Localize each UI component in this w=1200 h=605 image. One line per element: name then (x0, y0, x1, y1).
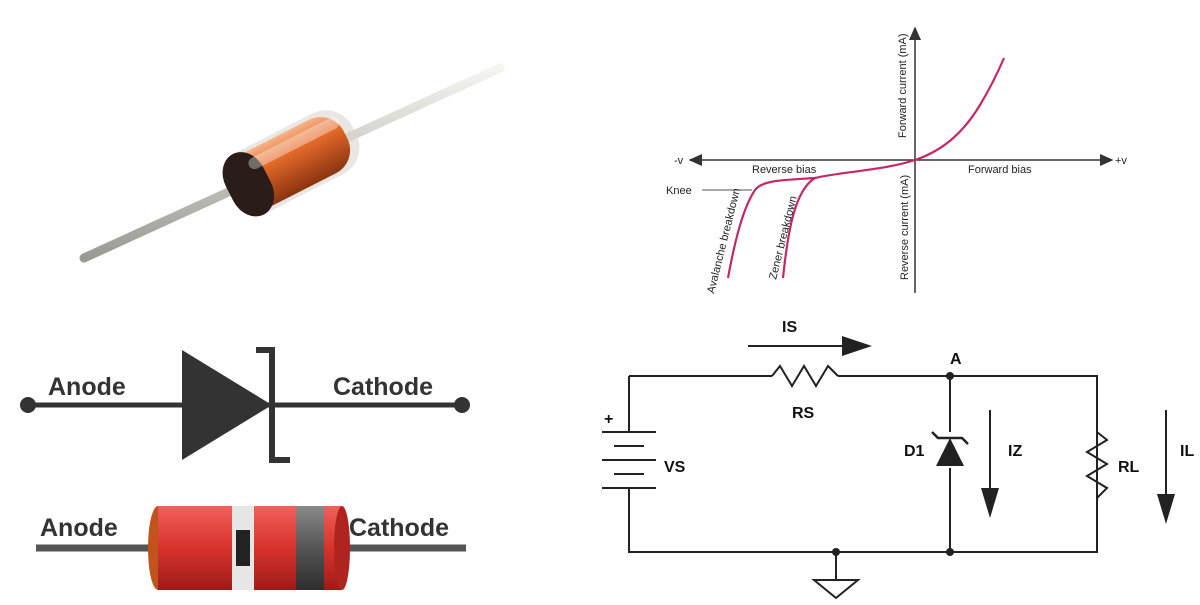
cathode-terminal (454, 397, 470, 413)
iz-label: IZ (1008, 443, 1022, 460)
neg-v-label: -v (674, 155, 684, 167)
package-cathode-label: Cathode (349, 514, 449, 542)
zener-regulator-circuit: IS RS A VS + D1 IZ RL IL (602, 319, 1194, 600)
il-label: IL (1180, 443, 1194, 460)
iv-characteristic-graph: -v +v Reverse bias Forward bias Knee For… (666, 26, 1127, 295)
package-end-right (334, 506, 350, 590)
symbol-anode-label: Anode (48, 373, 126, 401)
forward-bias-label: Forward bias (968, 164, 1032, 176)
reverse-bias-label: Reverse bias (752, 164, 817, 176)
vs-battery (602, 431, 656, 489)
reverse-current-label: Reverse current (mA) (899, 175, 911, 280)
zener-package-panel: Anode Cathode (0, 490, 560, 600)
avalanche-breakdown-label: Avalanche breakdown (705, 187, 743, 295)
diode-photo-panel (0, 0, 560, 300)
knee-label: Knee (666, 185, 692, 197)
vs-label: VS (664, 459, 686, 476)
zener-bar (256, 347, 290, 463)
zener-diode-d1 (931, 431, 969, 466)
vs-plus-label: + (604, 411, 613, 428)
node-bottom-d1 (946, 548, 954, 556)
symbol-cathode-label: Cathode (333, 373, 433, 401)
glass-body (222, 110, 360, 217)
d1-label: D1 (904, 443, 925, 460)
node-a-label: A (950, 351, 962, 368)
rs-label: RS (792, 405, 815, 422)
zener-symbol-panel: Anode Cathode (0, 330, 560, 470)
zener-package: Anode Cathode (36, 506, 466, 590)
glass-diode-photo (79, 63, 505, 263)
anode-terminal (20, 397, 36, 413)
iz-arrow (981, 410, 999, 518)
avalanche-curve (726, 176, 816, 279)
is-arrow (748, 336, 872, 356)
circuit-wires (628, 375, 1098, 580)
iv-graph-panel: -v +v Reverse bias Forward bias Knee For… (600, 0, 1200, 310)
forward-curve (914, 57, 1006, 162)
node-ground (832, 548, 840, 556)
il-arrow (1157, 410, 1175, 524)
zener-symbol: Anode Cathode (20, 347, 470, 463)
package-black-band (236, 530, 250, 566)
rs-resistor (771, 364, 839, 388)
package-cathode-band (296, 506, 324, 590)
rl-label: RL (1118, 459, 1140, 476)
ground-symbol (811, 579, 861, 600)
pos-v-label: +v (1115, 155, 1127, 167)
iv-curves (726, 57, 1006, 279)
is-label: IS (782, 319, 797, 336)
forward-current-label: Forward current (mA) (897, 33, 909, 138)
rl-resistor (1085, 431, 1109, 499)
circuit-panel: IS RS A VS + D1 IZ RL IL (580, 310, 1200, 600)
node-a (946, 372, 954, 380)
diode-triangle (182, 350, 272, 460)
package-anode-label: Anode (40, 514, 118, 542)
